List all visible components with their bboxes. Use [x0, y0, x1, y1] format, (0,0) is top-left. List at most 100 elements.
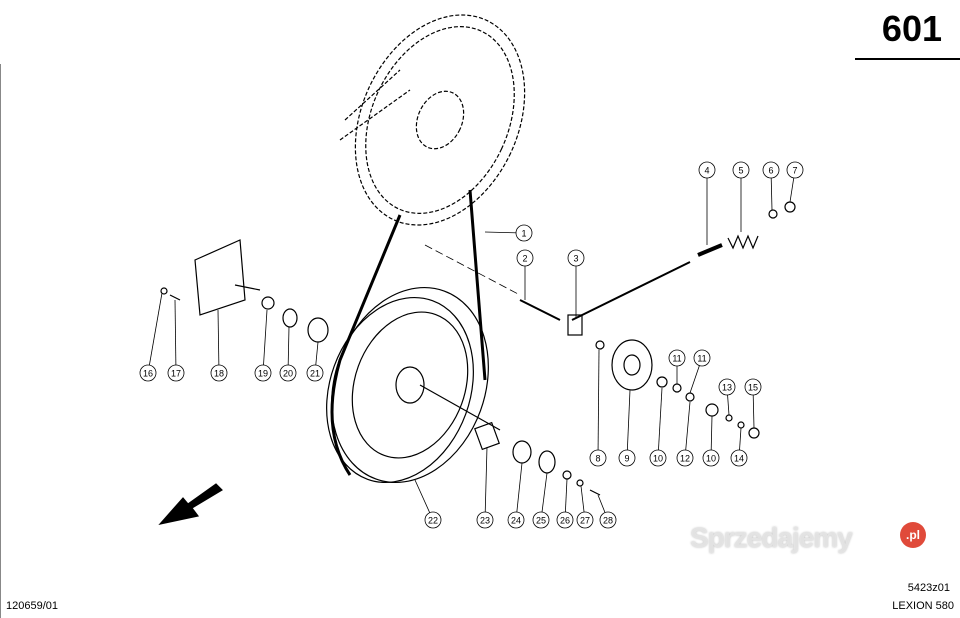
callout-circle	[576, 511, 594, 529]
watermark-badge: .pl	[900, 522, 926, 548]
callout-number: 6	[768, 166, 773, 176]
callout-circle	[668, 349, 686, 367]
leader-line	[484, 446, 488, 521]
callout-16: 16	[139, 292, 163, 382]
callout-circle	[556, 511, 574, 529]
callout-number: 28	[603, 516, 613, 526]
callout-25: 25	[532, 472, 550, 529]
callout-28: 28	[597, 494, 617, 529]
callout-number: 10	[653, 454, 663, 464]
callout-circle	[515, 224, 533, 242]
callout-circle	[618, 449, 636, 467]
callout-number: 24	[511, 516, 521, 526]
callout-circle	[649, 449, 667, 467]
callout-circle	[306, 364, 324, 382]
callout-number: 7	[792, 166, 797, 176]
callout-3: 3	[567, 249, 585, 318]
callout-number: 10	[706, 454, 716, 464]
callout-circle	[532, 511, 550, 529]
shaft-bushing	[474, 421, 500, 451]
idler-pulley	[611, 339, 653, 391]
callout-circle	[744, 378, 762, 396]
leader-line	[262, 309, 268, 374]
callout-circle	[676, 449, 694, 467]
machine-model: LEXION 580	[892, 600, 954, 612]
callout-circle	[786, 161, 804, 179]
callout-26: 26	[556, 478, 574, 529]
callout-circle	[516, 249, 534, 267]
callout-circle	[279, 364, 297, 382]
callout-number: 5	[738, 166, 743, 176]
callout-circle	[732, 161, 750, 179]
callout-number: 18	[214, 369, 224, 379]
callout-number: 16	[143, 369, 153, 379]
callout-circle	[730, 449, 748, 467]
callout-circle	[589, 449, 607, 467]
callout-6: 6	[762, 161, 780, 211]
callout-number: 19	[258, 369, 268, 379]
callout-number: 22	[428, 516, 438, 526]
callout-13: 13	[718, 378, 736, 416]
leader-line	[684, 401, 691, 459]
callout-number: 26	[560, 516, 570, 526]
callout-17: 17	[167, 299, 185, 382]
bracket	[194, 239, 261, 316]
main-pulley	[326, 286, 501, 484]
page-number: 601	[881, 8, 942, 49]
figure-id: 5423z01	[907, 582, 950, 594]
callout-number: 21	[310, 369, 320, 379]
callout-circle	[507, 511, 525, 529]
callout-11: 11	[689, 349, 711, 394]
callout-number: 1	[521, 229, 526, 239]
callout-9: 9	[618, 389, 636, 467]
callout-number: 14	[734, 454, 744, 464]
callout-circle	[599, 511, 617, 529]
callout-number: 23	[480, 516, 490, 526]
leader-line	[515, 462, 523, 521]
callout-14: 14	[730, 427, 748, 467]
watermark: Sprzedajemy	[690, 522, 853, 553]
callout-number: 25	[536, 516, 546, 526]
callout-circle	[139, 364, 157, 382]
callout-circle	[693, 349, 711, 367]
margin-line	[0, 64, 1, 618]
callout-11: 11	[668, 349, 686, 384]
callout-circle	[698, 161, 716, 179]
callout-2: 2	[516, 249, 534, 300]
callout-12: 12	[676, 401, 694, 467]
callout-number: 3	[573, 254, 578, 264]
callout-1: 1	[484, 224, 533, 242]
leader-line	[147, 292, 163, 374]
callout-number: 9	[624, 454, 629, 464]
callout-number: 4	[704, 166, 709, 176]
callout-number: 8	[595, 454, 600, 464]
callout-circle	[254, 364, 272, 382]
callout-24: 24	[507, 462, 525, 529]
callout-circle	[424, 511, 442, 529]
callout-circle	[167, 364, 185, 382]
spring	[727, 234, 759, 250]
callout-circle	[762, 161, 780, 179]
leader-line	[217, 309, 220, 374]
callout-circle	[702, 449, 720, 467]
leader-line	[174, 299, 177, 374]
callout-27: 27	[576, 485, 594, 529]
callout-23: 23	[476, 446, 494, 529]
callout-circle	[718, 378, 736, 396]
callout-number: 2	[522, 254, 527, 264]
callout-19: 19	[254, 309, 272, 382]
callout-4: 4	[698, 161, 716, 245]
direction-arrow	[158, 483, 223, 525]
callout-5: 5	[732, 161, 750, 232]
callout-18: 18	[210, 309, 228, 382]
callout-circle	[567, 249, 585, 267]
drawing-id: 120659/01	[6, 600, 58, 612]
leader-line	[626, 389, 631, 459]
callout-8: 8	[589, 349, 607, 467]
callout-7: 7	[786, 161, 804, 203]
callout-15: 15	[744, 378, 762, 429]
callout-10: 10	[702, 415, 720, 467]
callout-number: 27	[580, 516, 590, 526]
